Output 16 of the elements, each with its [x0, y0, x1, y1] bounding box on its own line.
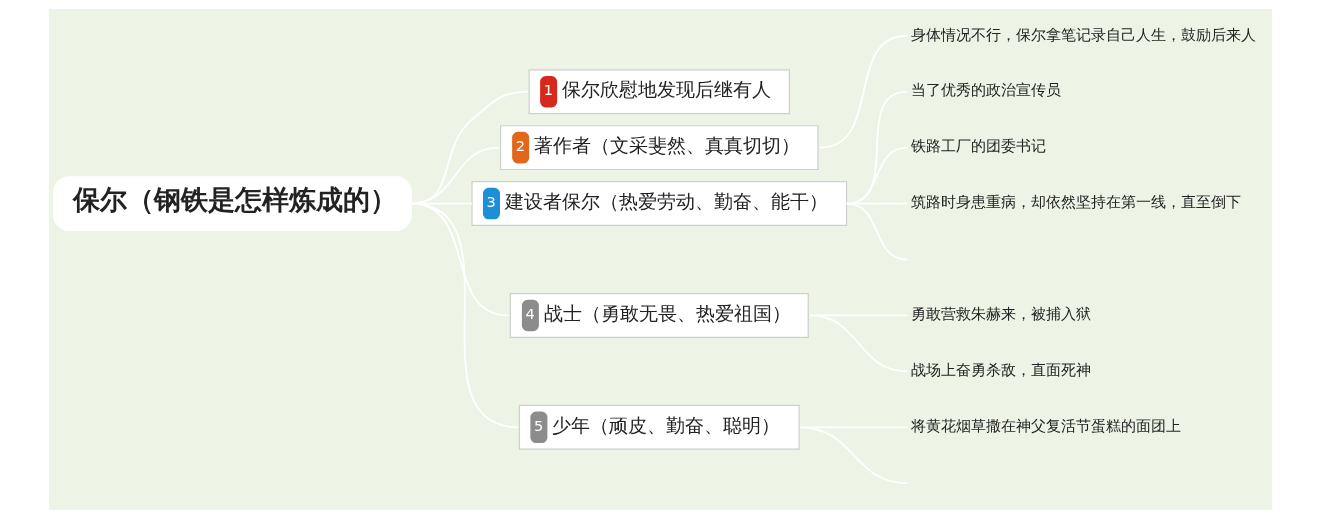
node-box: 4 战士（勇敢无畏、热爱祖国） — [509, 292, 809, 338]
node-text: 当了优秀的政治宣传员 — [911, 80, 1061, 98]
connector — [799, 425, 909, 484]
node-text: 战场上奋勇杀敌，直面死神 — [911, 360, 1091, 378]
node-box: 2 著作者（文采斐然、真真切切） — [499, 124, 819, 170]
node-box: 5 少年（顽皮、勤奋、聪明） — [518, 404, 800, 450]
connector — [809, 314, 909, 372]
node-text: 铁路工厂的团委书记 — [911, 136, 1046, 154]
node-text: 筑路时身患重病，却依然坚持在第一线，直至倒下 — [911, 192, 1241, 210]
node-text: 勇敢营救朱赫来，被捕入狱 — [911, 304, 1091, 322]
node-text: 身体情况不行，保尔拿笔记录自己人生，鼓励后来人 — [911, 25, 1256, 43]
node-box: 3 建设者保尔（热爱劳动、勤奋、能干） — [471, 180, 848, 226]
node-box: 保尔（钢铁是怎样炼成的） — [53, 175, 412, 231]
node-text: 将黄花烟草撒在神父复活节蛋糕的面团上 — [911, 416, 1181, 434]
node-box: 1 保尔欣慰地发现后继有人 — [528, 68, 790, 114]
connector — [818, 34, 909, 149]
